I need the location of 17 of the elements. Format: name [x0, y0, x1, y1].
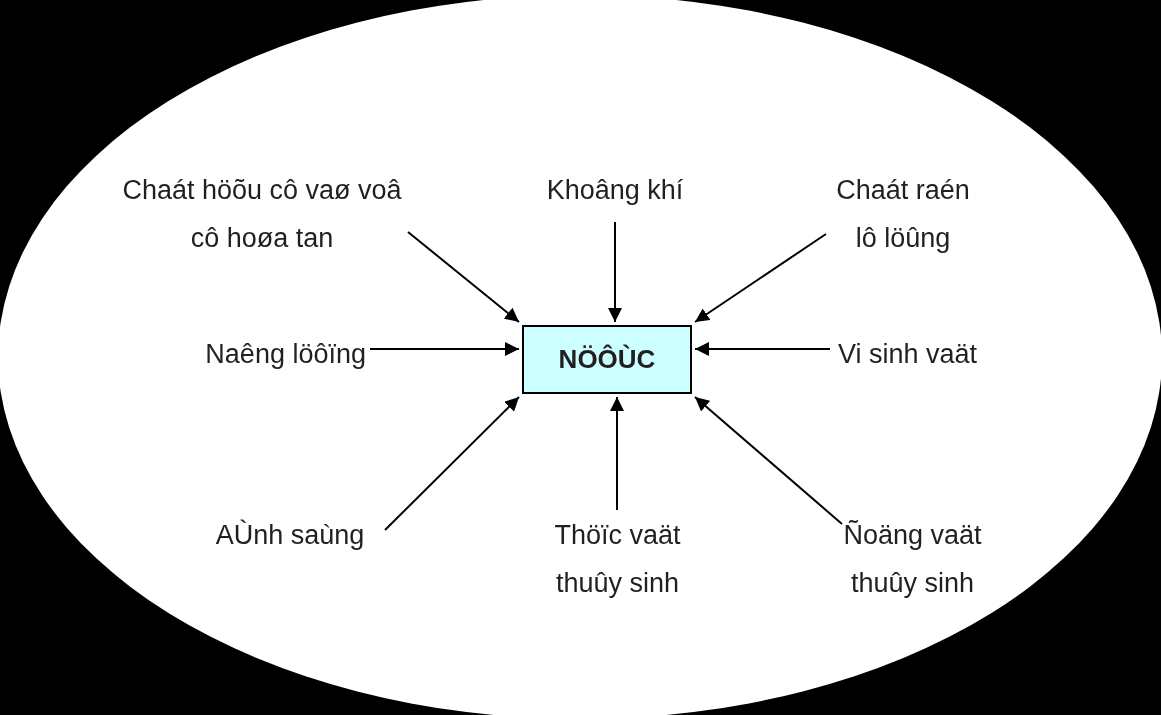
arrow [384, 396, 520, 531]
node-label: Chaát raén lô löûng [835, 174, 971, 255]
arrow [694, 342, 831, 356]
process-box: NÖÔÙC [522, 325, 692, 394]
node-label: Vi sinh vaät [838, 338, 979, 371]
arrow [407, 231, 520, 323]
node-label: Chaát höõu cô vaø voâ cô hoøa tan [121, 174, 403, 255]
node-label: Naêng löôïng [204, 338, 366, 371]
node-label: Ñoäng vaät thuûy sinh [842, 519, 983, 600]
node-label: Thöïc vaät thuûy sinh [553, 519, 682, 600]
arrow [610, 396, 624, 511]
arrow [694, 396, 843, 525]
arrow [694, 233, 827, 323]
node-label: AÙnh saùng [214, 518, 366, 552]
node-label: Khoâng khí [545, 174, 685, 207]
arrow [369, 342, 520, 356]
arrow [608, 221, 622, 323]
